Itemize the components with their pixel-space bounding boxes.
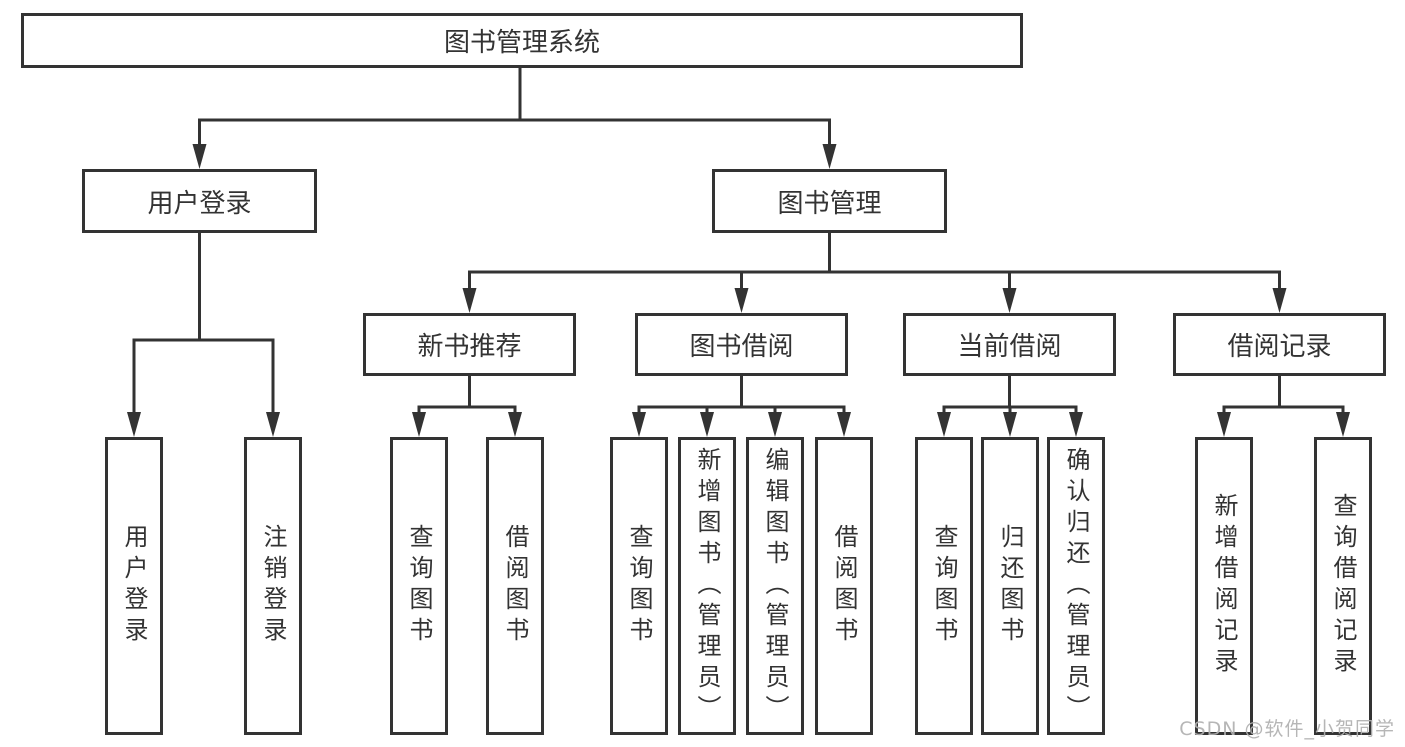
leaf-user-login: 用户登录 <box>105 437 163 735</box>
leaf-label: 新增借阅记录 <box>1210 493 1238 679</box>
leaf-logout: 注销登录 <box>244 437 302 735</box>
leaf-add-books-admin: 新增图书（管理员） <box>678 437 736 735</box>
node-new-book-recommend: 新书推荐 <box>363 313 576 376</box>
leaf-label: 借阅图书 <box>501 524 529 648</box>
leaf-label: 确认归还（管理员） <box>1062 446 1090 726</box>
leaf-label: 用户登录 <box>120 524 148 648</box>
node-library-system: 图书管理系统 <box>21 13 1023 68</box>
leaf-confirm-return-admin: 确认归还（管理员） <box>1047 437 1105 735</box>
watermark: CSDN @软件_小贺同学 <box>1179 718 1395 740</box>
leaf-query-books-current: 查询图书 <box>915 437 973 735</box>
leaf-label: 查询图书 <box>930 524 958 648</box>
leaf-query-books-borrow: 查询图书 <box>610 437 668 735</box>
node-label: 图书管理 <box>777 188 882 219</box>
node-label: 借阅记录 <box>1227 332 1332 362</box>
node-label: 用户登录 <box>147 188 252 219</box>
node-label: 图书管理系统 <box>443 28 600 58</box>
leaf-label: 借阅图书 <box>830 524 858 648</box>
leaf-label: 新增图书（管理员） <box>693 446 721 726</box>
leaf-borrow-books-recommend: 借阅图书 <box>486 437 544 735</box>
leaf-label: 注销登录 <box>259 524 287 648</box>
leaf-label: 查询借阅记录 <box>1329 493 1357 679</box>
leaf-query-books-recommend: 查询图书 <box>390 437 448 735</box>
node-current-borrowing: 当前借阅 <box>903 313 1116 376</box>
node-borrowing-records: 借阅记录 <box>1173 313 1386 376</box>
node-book-management: 图书管理 <box>712 169 947 233</box>
node-label: 新书推荐 <box>417 332 522 362</box>
leaf-add-borrow-record: 新增借阅记录 <box>1195 437 1253 735</box>
leaf-edit-books-admin: 编辑图书（管理员） <box>746 437 804 735</box>
leaf-label: 查询图书 <box>625 524 653 648</box>
leaf-label: 编辑图书（管理员） <box>761 446 789 726</box>
leaf-label: 查询图书 <box>405 524 433 648</box>
leaf-borrow-books: 借阅图书 <box>815 437 873 735</box>
node-label: 当前借阅 <box>957 332 1062 362</box>
node-book-borrowing: 图书借阅 <box>635 313 848 376</box>
node-user-login: 用户登录 <box>82 169 317 233</box>
leaf-label: 归还图书 <box>996 524 1024 648</box>
leaf-query-borrow-record: 查询借阅记录 <box>1314 437 1372 735</box>
node-label: 图书借阅 <box>689 332 794 362</box>
leaf-return-books: 归还图书 <box>981 437 1039 735</box>
